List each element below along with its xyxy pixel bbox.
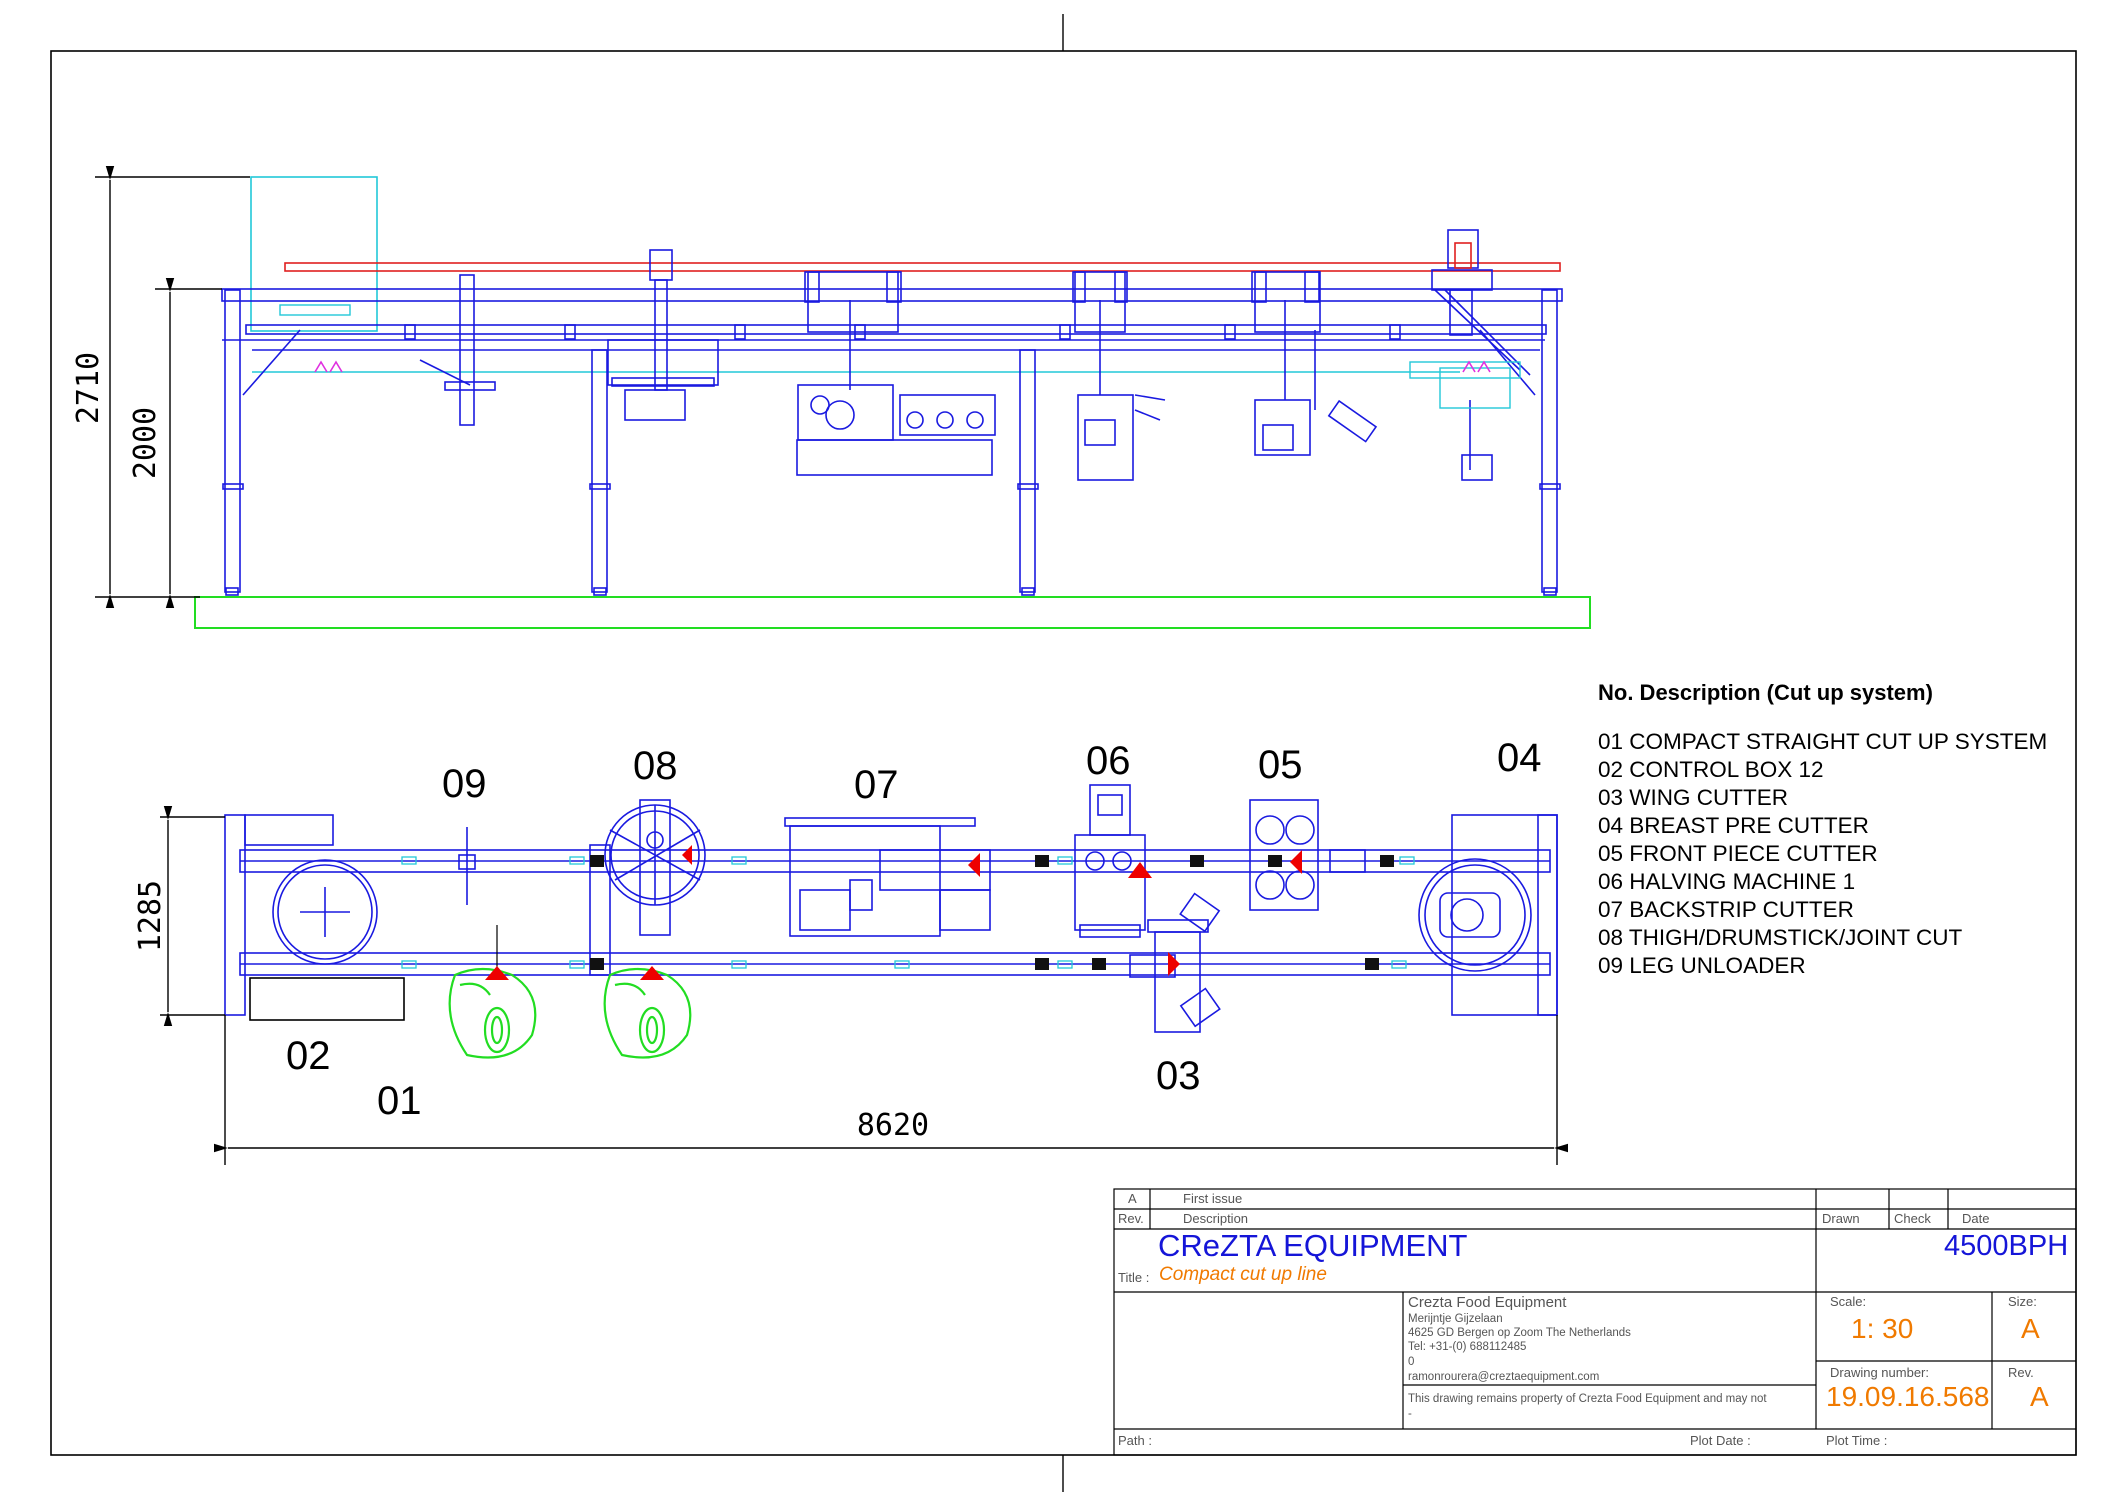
top-plan-view <box>160 784 1568 1165</box>
property-note: This drawing remains property of Crezta … <box>1408 1393 1767 1405</box>
leg-basket-right <box>603 967 692 1059</box>
revision-value: A <box>2030 1381 2049 1412</box>
address-line: Tel: +31-(0) 688112485 <box>1408 1341 1527 1353</box>
drawn-column-label: Drawn <box>1822 1211 1860 1226</box>
legend-item: 07 BACKSTRIP CUTTER <box>1598 897 1854 922</box>
station-label-08: 08 <box>633 744 678 788</box>
title-block <box>1113 1188 2077 1456</box>
revision-letter: A <box>1128 1191 1137 1206</box>
station-label-01: 01 <box>377 1079 422 1123</box>
address-line: 4625 GD Bergen op Zoom The Netherlands <box>1408 1327 1631 1339</box>
legend-item: 09 LEG UNLOADER <box>1598 953 1806 978</box>
capacity-value: 4500BPH <box>1944 1230 2069 1262</box>
legend-heading: No. Description (Cut up system) <box>1598 680 1933 705</box>
size-value: A <box>2021 1313 2040 1344</box>
station-label-02: 02 <box>286 1034 331 1078</box>
revision-text: First issue <box>1183 1191 1243 1206</box>
contact-email: ramonrourera@creztaequipment.com <box>1408 1371 1600 1383</box>
title-label: Title : <box>1118 1270 1150 1285</box>
company-name: Crezta Food Equipment <box>1408 1294 1567 1311</box>
side-elevation-view <box>95 166 1591 629</box>
legend-item: 05 FRONT PIECE CUTTER <box>1598 841 1878 866</box>
overhead-rail <box>284 262 1561 272</box>
check-column-label: Check <box>1894 1211 1931 1226</box>
station-label-04: 04 <box>1497 736 1542 780</box>
revision-column-label: Rev. <box>1118 1211 1144 1226</box>
scale-value: 1: 30 <box>1851 1313 1914 1344</box>
legend-item: 06 HALVING MACHINE 1 <box>1598 869 1856 894</box>
dimension-overall-length: 8620 <box>857 1108 929 1143</box>
legend: No. Description (Cut up system) 01 COMPA… <box>1598 680 2047 980</box>
dimension-overall-height: 2710 <box>71 352 106 424</box>
description-column-label: Description <box>1183 1211 1249 1226</box>
floor-base <box>194 596 1591 629</box>
station-label-06: 06 <box>1086 739 1131 783</box>
revision-label: Rev. <box>2008 1365 2034 1380</box>
address-line: Merijntje Gijzelaan <box>1408 1313 1503 1325</box>
leg-basket-left <box>448 967 537 1059</box>
drawing-number-value: 19.09.16.568 <box>1826 1381 1990 1412</box>
size-label: Size: <box>2008 1294 2037 1309</box>
scale-label: Scale: <box>1830 1294 1867 1309</box>
legend-item: 03 WING CUTTER <box>1598 785 1789 810</box>
drawing-number-label: Drawing number: <box>1830 1365 1929 1380</box>
company-title: CReZTA EQUIPMENT <box>1158 1228 1468 1263</box>
path-label: Path : <box>1118 1433 1152 1448</box>
plot-date-label: Plot Date : <box>1690 1433 1751 1448</box>
station-label-07: 07 <box>854 763 899 807</box>
control-box <box>249 977 405 1021</box>
station-label-05: 05 <box>1258 743 1303 787</box>
date-column-label: Date <box>1962 1211 1990 1226</box>
station-label-09: 09 <box>442 762 487 806</box>
station-label-03: 03 <box>1156 1054 1201 1098</box>
dimension-top-view-width: 1285 <box>133 880 168 952</box>
dimension-table-height: 2000 <box>128 407 163 479</box>
address-line: 0 <box>1408 1356 1415 1368</box>
property-note-continued: - <box>1408 1408 1412 1420</box>
loading-hopper <box>250 176 378 332</box>
legend-item: 02 CONTROL BOX 12 <box>1598 757 1824 782</box>
plot-time-label: Plot Time : <box>1826 1433 1888 1448</box>
legend-item: 01 COMPACT STRAIGHT CUT UP SYSTEM <box>1598 729 2048 754</box>
drawing-title: Compact cut up line <box>1159 1264 1327 1285</box>
legend-item: 08 THIGH/DRUMSTICK/JOINT CUT <box>1598 925 1963 950</box>
legend-item: 04 BREAST PRE CUTTER <box>1598 813 1869 838</box>
